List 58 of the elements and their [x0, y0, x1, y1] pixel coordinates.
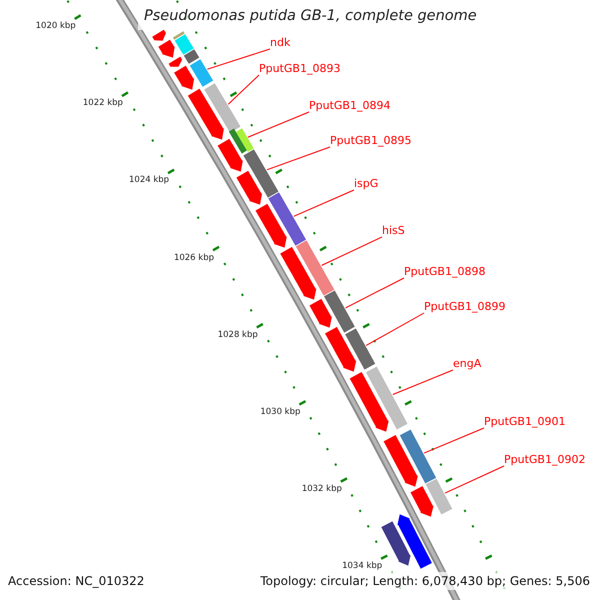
gene-feature — [324, 326, 357, 372]
gene-block — [188, 58, 214, 88]
gene-label: PputGB1_0898 — [404, 265, 486, 278]
gene-label: PputGB1_0893 — [259, 62, 340, 75]
gene-block — [364, 365, 409, 431]
gene-label: ispG — [354, 177, 378, 190]
gene-feature — [349, 371, 390, 432]
kbp-label: 1032 kbp — [302, 484, 342, 494]
gene-label: PputGB1_0894 — [309, 99, 390, 112]
gene-feature — [396, 514, 432, 570]
leader-line — [266, 146, 330, 170]
gene-feature — [174, 65, 195, 90]
gene-feature — [158, 39, 176, 58]
gene-block — [242, 148, 280, 199]
gene-block — [424, 478, 454, 516]
leader-line — [366, 312, 424, 346]
gene-block — [182, 48, 200, 65]
leader-line — [228, 74, 260, 105]
gene-feature — [152, 29, 167, 42]
kbp-label: 1020 kbp — [36, 21, 76, 32]
gene-block — [398, 428, 438, 485]
gene-block — [294, 239, 337, 299]
gene-block — [174, 33, 195, 56]
kbp-label: 1034 kbp — [342, 561, 382, 572]
kbp-label: 1030 kbp — [260, 406, 300, 417]
gene-block — [228, 128, 255, 154]
leader-line — [206, 48, 270, 70]
gene-block — [267, 191, 308, 249]
gene-label: PputGB1_0902 — [504, 453, 586, 466]
gene-feature — [168, 56, 184, 68]
leader-line — [293, 190, 354, 217]
gene-feature — [254, 203, 288, 248]
gene-feature — [217, 138, 244, 172]
kbp-label: 1022 kbp — [82, 98, 123, 108]
gene-label: PputGB1_0899 — [424, 300, 506, 313]
leader-line — [424, 428, 484, 454]
gene-block — [344, 327, 376, 371]
kbp-label: 1026 kbp — [174, 252, 214, 263]
gene-feature — [383, 434, 419, 488]
gene-feature — [187, 88, 225, 140]
gene-label: PputGB1_0901 — [484, 415, 566, 428]
leader-line — [392, 370, 454, 395]
gene-label: hisS — [382, 224, 405, 237]
gene-label: engA — [453, 357, 482, 370]
gene-feature — [308, 298, 333, 328]
kbp-label: 1028 kbp — [218, 330, 258, 340]
gene-block — [322, 289, 356, 334]
gene-feature — [280, 246, 317, 300]
gene-feature — [380, 520, 412, 566]
leader-line — [444, 466, 504, 494]
genome-stats-text: Topology: circular; Length: 6,078,430 bp; Genes: 5,506 — [258, 572, 592, 590]
gene-feature — [410, 486, 434, 518]
kbp-label: 1024 kbp — [129, 175, 170, 186]
leader-line — [321, 236, 382, 266]
gene-block — [203, 82, 242, 134]
gene-feature — [236, 170, 263, 206]
gene-label: PputGB1_0895 — [330, 134, 412, 147]
gene-label: ndk — [270, 36, 290, 49]
